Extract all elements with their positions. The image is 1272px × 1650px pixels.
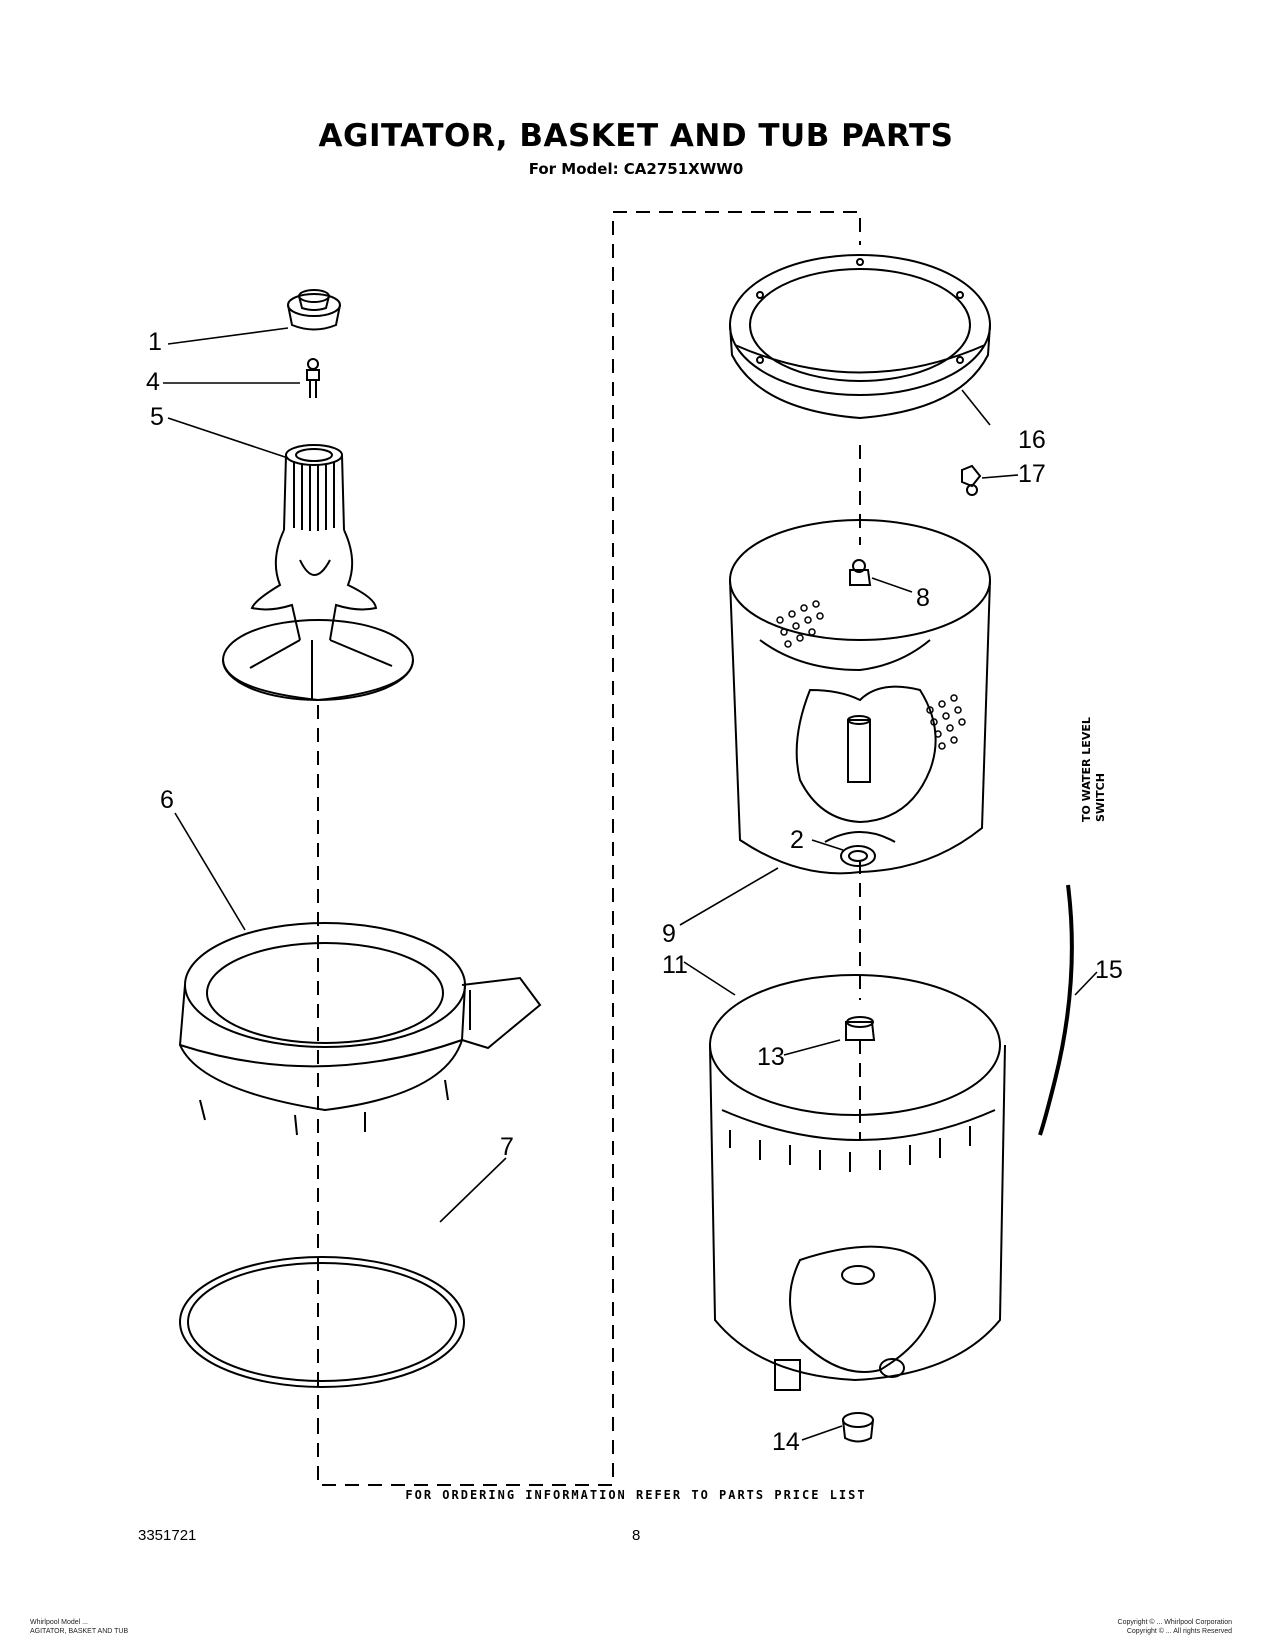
document-number: 3351721 <box>138 1527 197 1544</box>
part-15-hose <box>1038 884 1074 1136</box>
callout-1: 1 <box>148 328 162 356</box>
footer-small-right-line1: Copyright © ... Whirlpool Corporation <box>1117 1619 1232 1626</box>
callout-2: 2 <box>790 826 804 854</box>
callout-16: 16 <box>1018 426 1046 454</box>
water-level-switch-note: TO WATER LEVEL SWITCH <box>1080 717 1107 822</box>
callout-14: 14 <box>772 1428 800 1456</box>
callout-15: 15 <box>1095 956 1123 984</box>
part-16-tub-ring <box>729 254 991 420</box>
footer-small-right: Copyright © ... Whirlpool Corporation Co… <box>1118 1618 1232 1636</box>
part-7-seal-ring <box>179 1256 465 1388</box>
footer-small-right-line2: Copyright © ... All rights Reserved <box>1126 1628 1232 1635</box>
part-6-tub-ring <box>178 922 542 1136</box>
part-2-seal <box>840 845 876 867</box>
callout-8: 8 <box>916 584 930 612</box>
part-14-drain-fitting <box>842 1412 874 1443</box>
callout-6: 6 <box>160 786 174 814</box>
model-subtitle: For Model: CA2751XWW0 <box>528 160 744 178</box>
part-11-outer-tub <box>709 974 1006 1391</box>
callout-11: 11 <box>662 951 688 979</box>
callout-17: 17 <box>1018 460 1046 488</box>
page-number: 8 <box>632 1527 641 1544</box>
assembly-guide-lines <box>317 211 861 1486</box>
part-17-clip <box>961 464 982 496</box>
leader-lines <box>163 327 1098 1441</box>
part-4-fastener <box>306 358 320 398</box>
part-5-agitator <box>222 444 414 702</box>
callout-9: 9 <box>662 920 676 948</box>
callout-7: 7 <box>500 1133 514 1161</box>
part-1-agitator-cap <box>287 289 341 331</box>
footer-small-left-line2: AGITATOR, BASKET AND TUB <box>30 1628 129 1635</box>
basket-assembly <box>729 519 991 875</box>
callout-13: 13 <box>757 1043 785 1071</box>
callout-4: 4 <box>146 368 160 396</box>
basket-perforations <box>776 600 966 750</box>
footer-small-left-line1: Whirlpool Model ... <box>30 1619 88 1626</box>
page-title: AGITATOR, BASKET AND TUB PARTS <box>318 118 954 154</box>
ordering-info-note: FOR ORDERING INFORMATION REFER TO PARTS … <box>405 1488 867 1502</box>
part-13-fitting <box>845 1016 876 1041</box>
callout-5: 5 <box>150 403 164 431</box>
footer-small-left: Whirlpool Model ... AGITATOR, BASKET AND… <box>30 1618 128 1636</box>
